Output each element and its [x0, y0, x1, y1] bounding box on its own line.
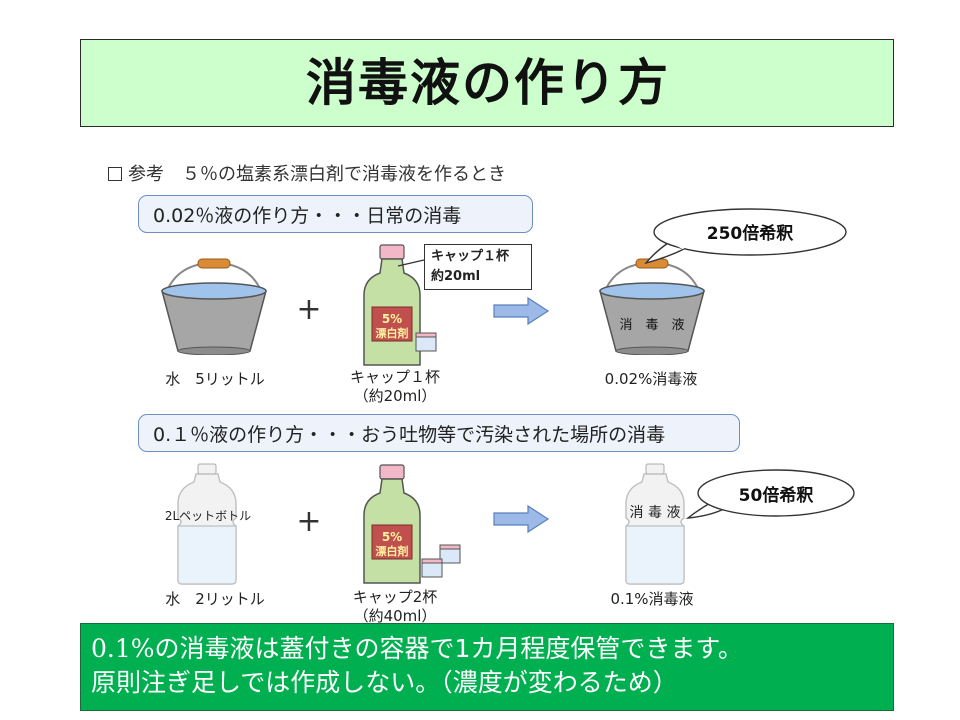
- dilution-bubble-1: [644, 208, 847, 265]
- section1-cap-label-line2: （約20ml）: [353, 387, 437, 405]
- plus-sign: +: [296, 292, 322, 327]
- section2-water-label: 水 2リットル: [165, 590, 265, 608]
- section1-heading-box: 0.02％液の作り方・・・日常の消毒: [138, 195, 533, 233]
- bottle-label-top: 5%: [382, 312, 402, 326]
- section1-result-label: 0.02%消毒液: [604, 370, 698, 388]
- section1-water-label: 水 5リットル: [165, 370, 265, 388]
- info-line-1-rest: の消毒液は蓋付きの容器で1カ月程度保管できます。: [154, 634, 743, 663]
- bleach-bottle-two-caps-icon: 5% 漂白剤: [363, 464, 461, 584]
- section1-cap-label-line1: キャップ１杯: [349, 368, 440, 386]
- storage-info-box: 0.1%の消毒液は蓋付きの容器で1カ月程度保管できます。 原則注ぎ足しでは作成し…: [80, 623, 894, 711]
- cap-callout-line2: 約20ml: [431, 269, 481, 284]
- reference-text: 参考 ５％の塩素系漂白剤で消毒液を作るとき: [128, 164, 506, 185]
- disinfectant-bottle-icon: [625, 463, 685, 585]
- section1-cap-label: キャップ１杯 （約20ml）: [330, 368, 460, 406]
- plus-sign-2: +: [296, 504, 322, 539]
- pet-bottle-icon: [177, 463, 237, 585]
- right-arrow-icon: [493, 296, 550, 326]
- right-arrow-icon-2: [493, 504, 550, 534]
- section1-heading: 0.02％液の作り方・・・日常の消毒: [153, 204, 462, 227]
- info-line-2: 原則注ぎ足しでは作成しない。（濃度が変わるため）: [91, 668, 678, 697]
- result-bottle-text: 消 毒 液: [629, 505, 681, 521]
- page-title: 消毒液の作り方: [306, 54, 670, 112]
- disinfectant-bucket-icon: 消 毒 液: [599, 258, 705, 355]
- bleach-bottle-icon: 5% 漂白剤: [363, 244, 437, 366]
- reference-note: 参考 ５％の塩素系漂白剤で消毒液を作るとき: [108, 160, 506, 186]
- cap-callout-box: キャップ１杯 約20ml: [424, 244, 532, 290]
- section2-cap-label: キャップ2杯 （約40ml）: [330, 588, 460, 626]
- water-bucket-icon: [161, 258, 267, 355]
- info-line-1: 0.1%の消毒液は蓋付きの容器で1カ月程度保管できます。: [91, 632, 883, 666]
- title-banner: 消毒液の作り方: [80, 39, 894, 127]
- cap-callout-line1: キャップ１杯: [431, 249, 510, 264]
- pet-bottle-text: 2Lペットボトル: [164, 509, 252, 523]
- bucket-text: 消 毒 液: [619, 318, 684, 333]
- section2-heading: 0.１％液の作り方・・・おう吐物等で汚染された場所の消毒: [153, 423, 666, 446]
- section2-cap-label-line1: キャップ2杯: [352, 588, 438, 606]
- section2-heading-box: 0.１％液の作り方・・・おう吐物等で汚染された場所の消毒: [138, 414, 740, 452]
- info-line-1-prefix: 0.1%: [91, 634, 155, 663]
- bottle2-label-top: 5%: [382, 530, 402, 544]
- bottle2-label-bottom: 漂白剤: [376, 544, 409, 558]
- section2-cap-label-line2: （約40ml）: [353, 607, 437, 625]
- dilution-50-text: 50倍希釈: [738, 486, 814, 506]
- section2-result-label: 0.1%消毒液: [610, 590, 694, 608]
- checkbox-square-icon: [108, 166, 122, 181]
- dilution-bubble-2: [685, 469, 855, 519]
- callout-pointer: [397, 259, 425, 267]
- bottle-label-bottom: 漂白剤: [376, 326, 409, 340]
- dilution-250-text: 250倍希釈: [706, 224, 794, 244]
